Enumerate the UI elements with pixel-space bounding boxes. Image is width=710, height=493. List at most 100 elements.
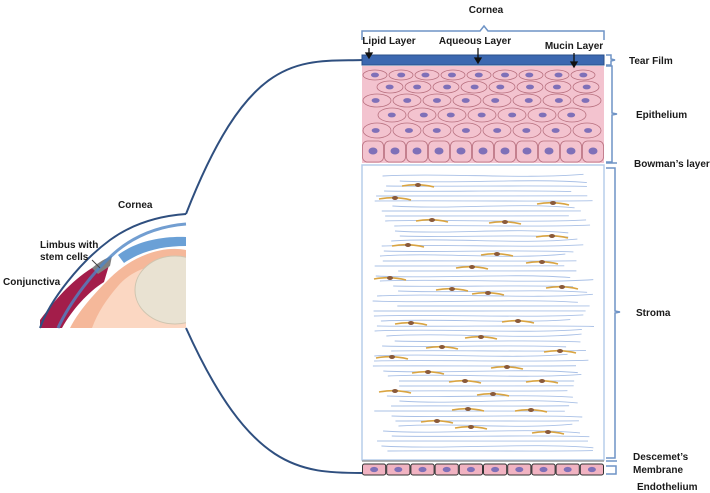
collagen-fiber [394,340,581,343]
collagen-fiber [382,345,567,348]
keratocyte-nucleus [502,220,508,224]
keratocyte-nucleus [490,392,496,396]
collagen-fiber [381,445,594,449]
conjunctiva-shape [40,262,110,328]
epithelium-bracket [606,65,618,163]
collagen-fiber [386,395,573,398]
endothelium-label: Endothelium [637,482,698,493]
keratocyte-nucleus [478,335,484,339]
limbus-label-line2: stem cells [40,252,89,263]
cell-nucleus [491,466,500,473]
keratocyte-nucleus [434,419,440,423]
keratocyte-nucleus [392,389,398,393]
eye-cross-section [39,213,187,329]
cell-nucleus [552,84,561,90]
cell-nucleus [397,72,406,78]
collagen-fiber [387,450,593,452]
collagen-fiber [398,290,588,293]
collagen-fiber [374,359,589,362]
collagen-fiber [391,435,590,438]
cell-nucleus [474,72,483,78]
cell-nucleus [466,466,475,473]
keratocyte-nucleus [429,218,435,222]
collagen-fiber [398,423,573,427]
cornea-outer-curve [39,213,187,329]
collagen-fiber [374,328,582,332]
keratocyte-nucleus [425,370,431,374]
cell-nucleus [470,84,479,90]
cell-nucleus [387,112,396,118]
collagen-fiber [373,314,584,317]
cell-nucleus [413,84,422,90]
lower-connector-curve [185,327,363,474]
cell-nucleus [390,147,400,155]
bowmans-layer-label: Bowman’s layer [634,159,710,170]
cell-nucleus [493,128,502,133]
collagen-fiber [399,180,587,183]
cell-nucleus [461,98,470,103]
keratocyte-nucleus [439,345,445,349]
keratocyte-nucleus [494,252,500,256]
cell-nucleus [421,72,430,78]
collagen-fiber [384,190,572,193]
collagen-fiber [399,400,578,404]
keratocyte-nucleus [389,355,395,359]
cell-nucleus [418,466,427,473]
cell-nucleus [432,128,441,133]
endothelium-cells [362,463,604,476]
cell-nucleus [394,466,403,473]
collagen-fiber [376,325,594,327]
mucin-layer-label: Mucin Layer [545,41,603,52]
keratocyte-nucleus [545,430,551,434]
cell-nucleus [446,112,455,118]
cell-nucleus [368,147,378,155]
cell-nucleus [582,84,591,90]
cell-nucleus [539,466,548,473]
cell-nucleus [491,98,500,103]
tear-film-bar [361,54,605,66]
cornea-eye-label: Cornea [118,200,153,211]
limbus-label-line1: Limbus with [40,240,98,251]
keratocyte-nucleus [465,407,471,411]
cell-nucleus [538,112,547,118]
keratocyte-nucleus [549,234,555,238]
keratocyte-nucleus [392,196,398,200]
cornea-layer-block [361,54,605,476]
keratocyte-nucleus [469,265,475,269]
cell-nucleus [370,466,379,473]
cell-nucleus [588,147,598,155]
keratocyte-nucleus [559,285,565,289]
cell-nucleus [544,147,554,155]
lipid-layer-label: Lipid Layer [362,36,415,47]
cell-nucleus [412,147,422,155]
cell-nucleus [385,84,394,90]
collagen-fiber [392,205,575,209]
keratocyte-nucleus [449,287,455,291]
cell-nucleus [477,112,486,118]
cornea-top-label: Cornea [469,5,504,16]
stroma-fibers [372,173,594,452]
cell-nucleus [443,84,452,90]
collagen-fiber [385,219,587,222]
cell-nucleus [554,72,563,78]
collagen-fiber [377,293,593,297]
cell-nucleus [563,466,572,473]
cell-nucleus [566,147,576,155]
cell-nucleus [515,466,524,473]
conjunctiva-label: Conjunctiva [3,277,61,288]
cell-nucleus [579,72,588,78]
cell-nucleus [587,466,596,473]
collagen-fiber [391,415,583,418]
keratocytes [373,183,579,435]
cell-nucleus [456,147,466,155]
cell-nucleus [434,147,444,155]
collagen-fiber [383,370,578,374]
cell-nucleus [522,128,531,133]
cell-nucleus [522,147,532,155]
keratocyte-nucleus [408,321,414,325]
cell-nucleus [442,466,451,473]
keratocyte-nucleus [462,379,468,383]
collagen-fiber [374,353,568,357]
cell-nucleus [371,128,380,133]
right-brackets [606,54,621,475]
